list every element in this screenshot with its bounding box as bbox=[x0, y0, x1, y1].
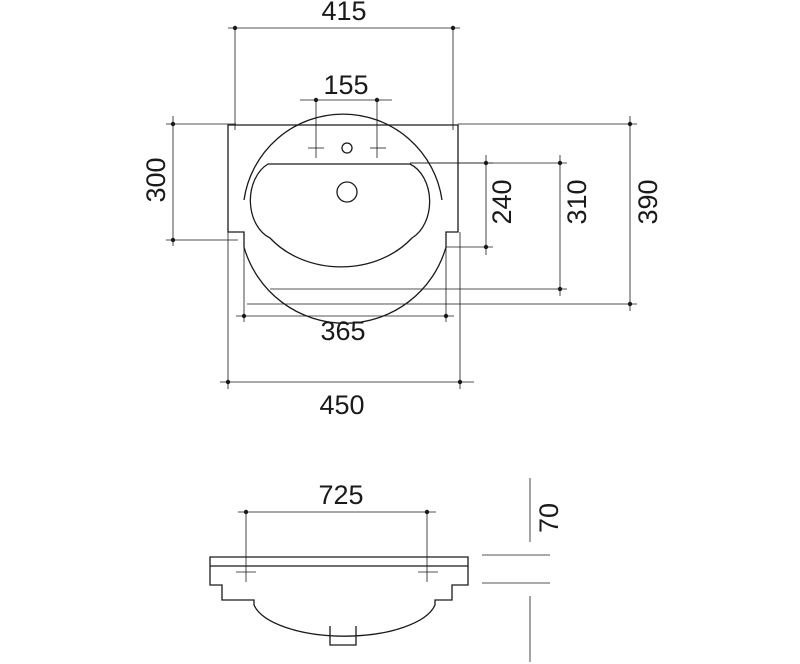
dimension-label-155: 155 bbox=[323, 70, 368, 100]
dimension-415: 415 bbox=[228, 0, 460, 130]
top-view: 415 155 300 240 bbox=[141, 0, 663, 420]
dimension-label-390: 390 bbox=[633, 179, 663, 224]
side-view: 725 70 bbox=[209, 478, 564, 662]
waste-outlet bbox=[329, 626, 357, 646]
dimension-label-300: 300 bbox=[141, 157, 171, 202]
dimension-240: 240 bbox=[410, 155, 517, 255]
dimension-725: 725 bbox=[238, 480, 436, 582]
dimension-155: 155 bbox=[300, 70, 392, 158]
dimension-label-415: 415 bbox=[321, 0, 366, 26]
bowl-rim bbox=[243, 113, 443, 201]
dimension-label-70: 70 bbox=[534, 503, 564, 533]
dimension-70: 70 bbox=[482, 478, 564, 662]
dimension-label-240: 240 bbox=[487, 179, 517, 224]
basin-outline bbox=[227, 124, 459, 324]
bowl-inner-outline bbox=[249, 163, 431, 268]
basin-side-outline bbox=[209, 556, 469, 637]
dimension-label-365: 365 bbox=[320, 316, 365, 346]
dimension-300: 300 bbox=[141, 116, 238, 246]
dimension-label-725: 725 bbox=[318, 480, 363, 510]
dimension-310: 310 bbox=[270, 155, 592, 296]
drain-hole bbox=[336, 181, 358, 203]
tap-hole bbox=[341, 142, 353, 154]
dimension-label-310: 310 bbox=[562, 179, 592, 224]
dimension-390: 390 bbox=[247, 116, 663, 311]
dimension-365: 365 bbox=[236, 247, 454, 346]
dimension-450: 450 bbox=[220, 232, 474, 420]
dimension-label-450: 450 bbox=[319, 390, 364, 420]
